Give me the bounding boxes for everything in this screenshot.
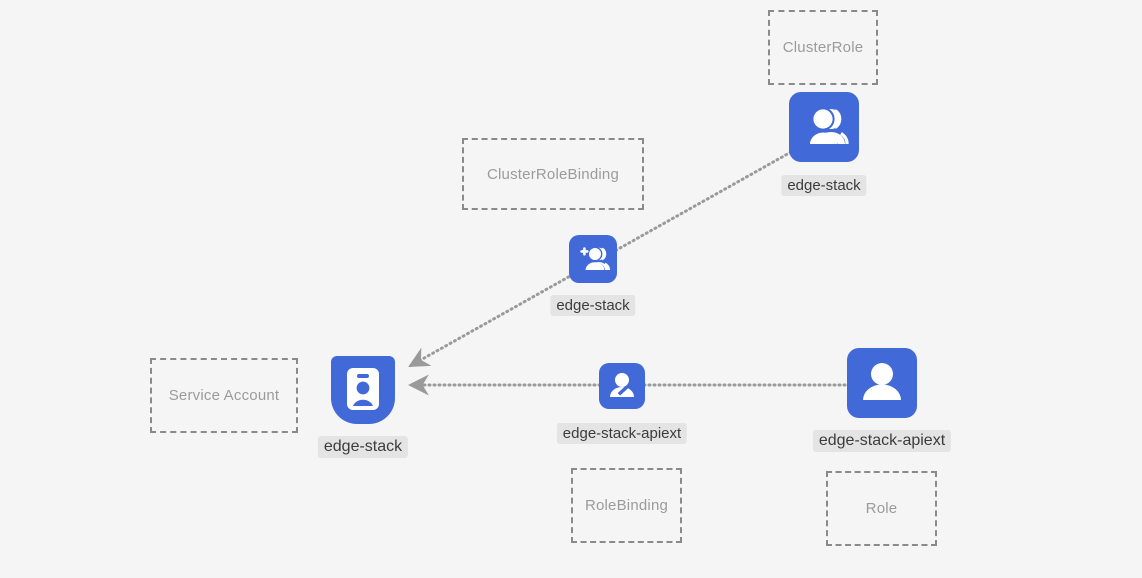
kind-box-label: RoleBinding: [584, 497, 669, 514]
node-name-chip: edge-stack: [317, 436, 409, 458]
node-name-chip: edge-stack-apiext: [812, 430, 952, 452]
node-name-chip: edge-stack: [781, 175, 867, 196]
kind-box-rolebinding[interactable]: RoleBinding: [571, 468, 682, 543]
kind-box-serviceaccount[interactable]: Service Account: [150, 358, 298, 433]
kind-box-label: ClusterRoleBinding: [486, 165, 619, 183]
users-group-icon[interactable]: [789, 92, 859, 162]
edit-user-icon[interactable]: [599, 363, 645, 409]
kind-box-clusterrolebinding[interactable]: ClusterRoleBinding: [462, 138, 644, 210]
node-name-chip: edge-stack-apiext: [556, 423, 688, 444]
user-icon[interactable]: [847, 348, 917, 418]
kind-box-label: ClusterRole: [782, 39, 864, 56]
kind-box-clusterrole[interactable]: ClusterRole: [768, 10, 878, 85]
kind-box-label: Role: [865, 500, 898, 517]
service-account-badge-icon[interactable]: [331, 356, 395, 424]
node-name-chip: edge-stack: [550, 295, 636, 316]
add-user-icon[interactable]: [569, 235, 617, 283]
kind-box-role[interactable]: Role: [826, 471, 937, 546]
kind-box-label: Service Account: [168, 387, 280, 404]
